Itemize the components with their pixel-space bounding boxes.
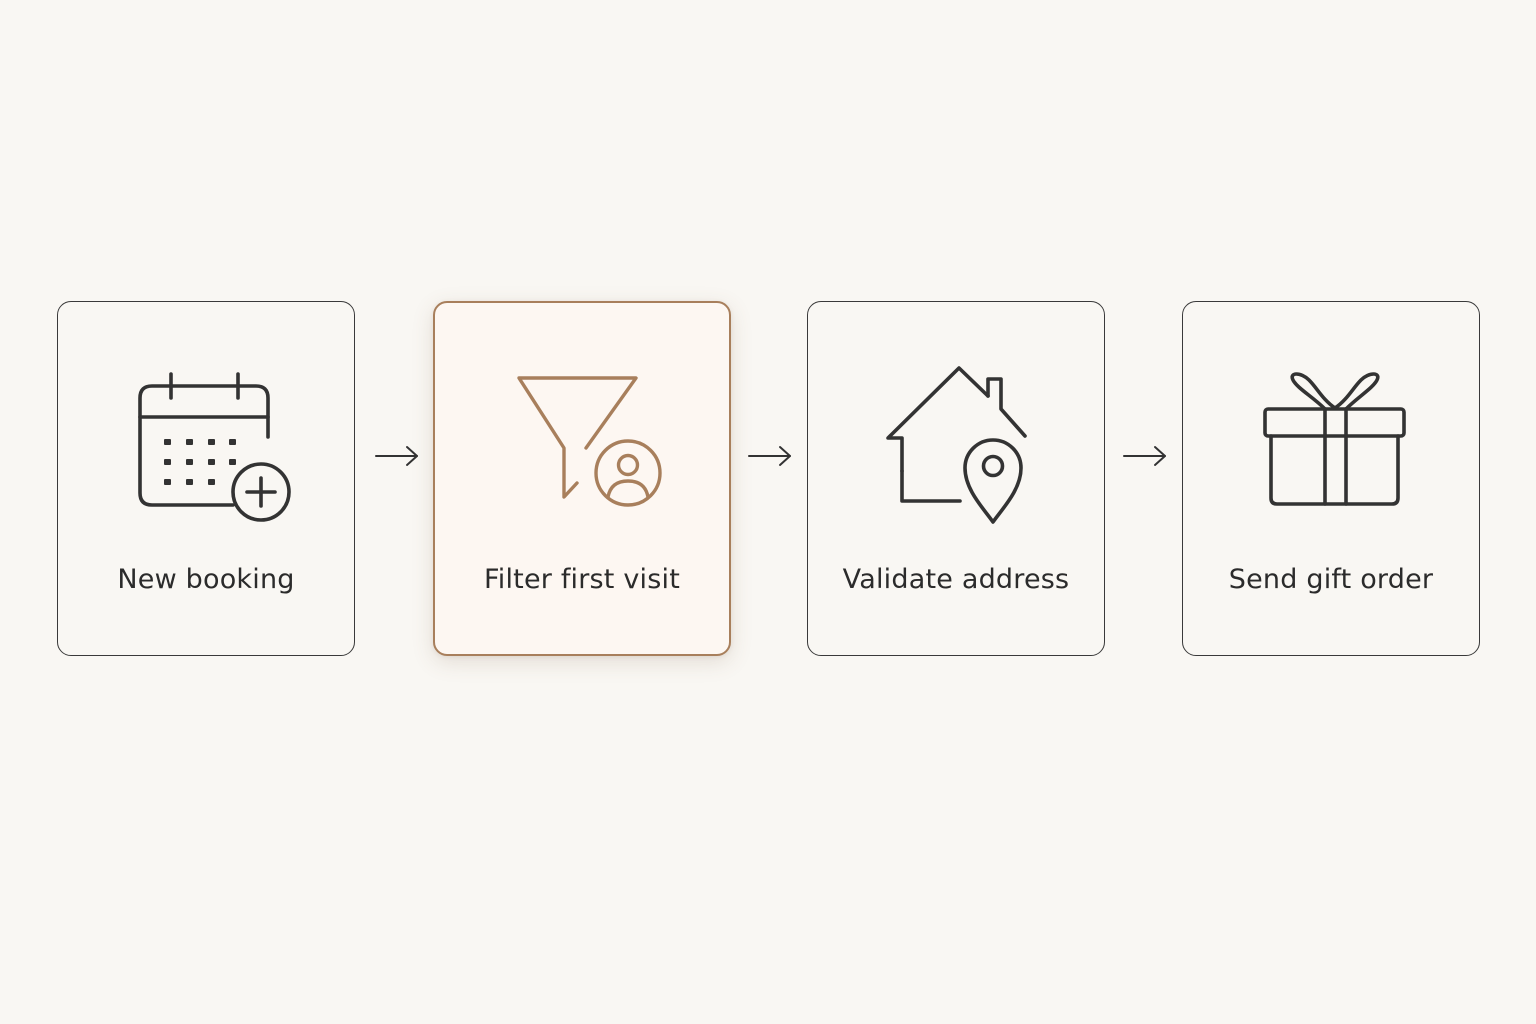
gift-box-icon: [1263, 372, 1406, 506]
arrow-right-icon: [375, 446, 418, 466]
step-card-filter-first-visit[interactable]: Filter first visit: [433, 301, 731, 656]
step-card-validate-address[interactable]: Validate address: [807, 301, 1105, 656]
step-label: Validate address: [842, 564, 1070, 595]
step-card-send-gift-order[interactable]: Send gift order: [1182, 301, 1480, 656]
calendar-plus-icon: [138, 372, 291, 522]
funnel-user-icon: [517, 376, 662, 507]
arrow-right-icon: [1123, 446, 1166, 466]
step-label: Filter first visit: [483, 564, 681, 595]
step-label: Send gift order: [1228, 564, 1434, 595]
arrow-right-icon: [748, 446, 791, 466]
house-location-pin-icon: [886, 366, 1027, 524]
step-label: New booking: [117, 564, 295, 595]
step-card-new-booking[interactable]: New booking: [57, 301, 355, 656]
